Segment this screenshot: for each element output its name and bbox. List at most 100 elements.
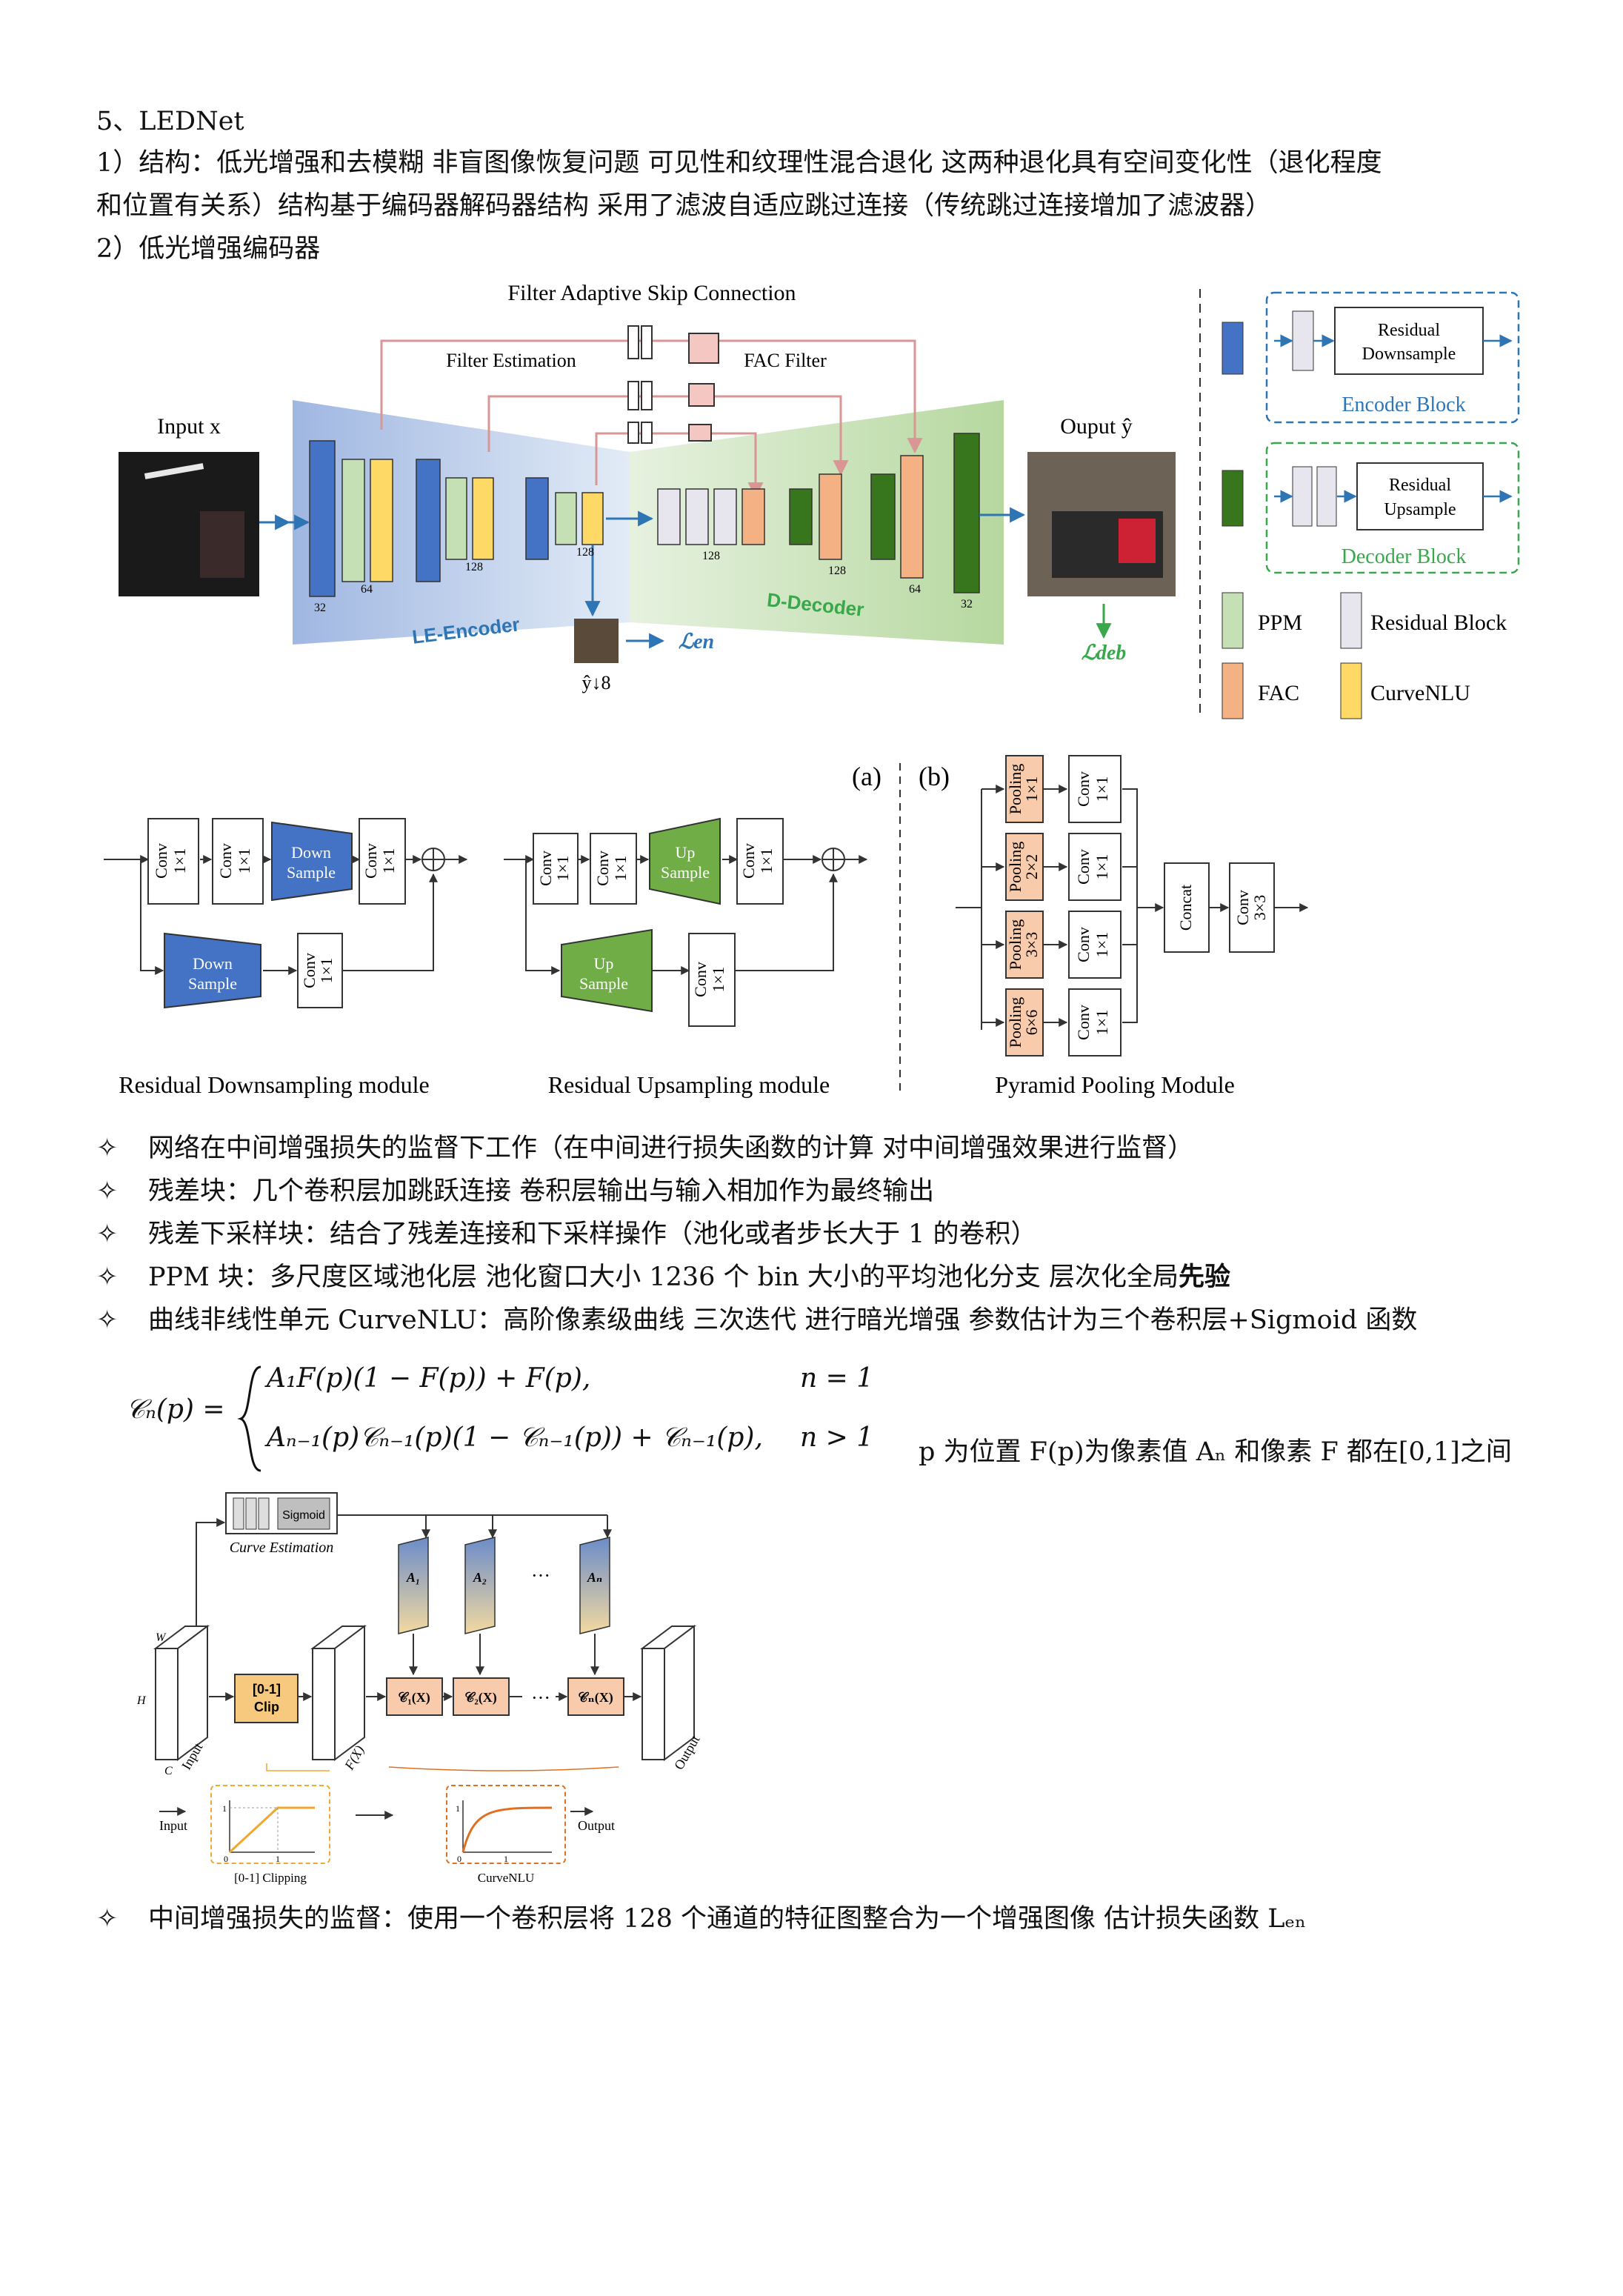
formula-note: p 为位置 F(p)为像素值 Aₙ 和像素 F 都在[0,1]之间: [919, 1437, 1512, 1467]
ppm-pool4-size: 6×6: [1022, 1010, 1041, 1035]
clip-label-1: [0-1]: [253, 1682, 281, 1697]
fac-filter-label: FAC Filter: [744, 350, 827, 371]
section-heading: 5、LEDNet: [96, 107, 244, 136]
legend-curvenlu: CurveNLU: [1370, 681, 1470, 705]
formula-cond1: n = 1: [800, 1363, 874, 1394]
ppm-conv4: Conv: [1074, 1005, 1093, 1040]
caption-residual-upsampling: Residual Upsampling module: [548, 1071, 830, 1098]
c1-label: 𝒞₁(X): [398, 1690, 430, 1706]
formula-lhs: 𝒞ₙ(p) =: [126, 1394, 225, 1425]
curvenlu-plot-box: [446, 1785, 566, 1864]
ppm-conv-final-k: 3×3: [1250, 895, 1269, 920]
ppm-pool3-size: 3×3: [1022, 932, 1041, 957]
ppm-pool1-size: 1×1: [1022, 776, 1041, 802]
paragraph-structure-line1: 1）结构：低光增强和去模糊 非盲图像恢复问题 可见性和纹理性混合退化 这两种退化…: [96, 148, 1382, 178]
intermediate-output-image: [574, 619, 619, 663]
c2-label: 𝒞₂(X): [464, 1690, 497, 1706]
ru-conv2-k: 1×1: [611, 856, 630, 881]
dim-h: H: [136, 1694, 147, 1707]
clipping-caption: [0-1] Clipping: [234, 1871, 307, 1885]
formula-case1: A₁F(p)(1 − F(p)) + F(p),: [267, 1363, 591, 1394]
formula-case2: Aₙ₋₁(p)𝒞ₙ₋₁(p)(1 − 𝒞ₙ₋₁(p)) + 𝒞ₙ₋₁(p),: [267, 1422, 763, 1453]
bullet-3: ✧ 残差下采样块：结合了残差连接和下采样操作（池化或者步长大于 1 的卷积）: [96, 1217, 1037, 1252]
legend-fac: FAC: [1258, 681, 1299, 705]
bullet-mark: ✧: [96, 1305, 119, 1335]
rd-down2-2: Sample: [188, 974, 237, 993]
loss-deb: ℒdeb: [1082, 642, 1127, 665]
paragraph-structure-line2: 和位置有关系）结构基于编码器解码器结构 采用了滤波自适应跳过连接（传统跳过连接增…: [96, 191, 1272, 221]
channel-label-128-b: 128: [576, 546, 594, 559]
formula-brace: [237, 1365, 261, 1472]
channel-label-32-b: 32: [961, 598, 973, 610]
fasc-title: Filter Adaptive Skip Connection: [507, 281, 796, 305]
rd-conv1: Conv: [152, 843, 170, 879]
ru-up2-1: Up: [594, 954, 614, 973]
curvenlu-figure: Sigmoid Curve Estimation W H C Input [0-…: [136, 1492, 702, 1885]
bullet-4-text: PPM 块：多尺度区域池化层 池化窗口大小 1236 个 bin 大小的平均池化…: [148, 1262, 1179, 1292]
ru-conv1-k: 1×1: [553, 856, 572, 881]
a1-label: A₁: [406, 1570, 420, 1585]
legend-encoder-block: Encoder Block: [1342, 393, 1465, 416]
ru-conv4: Conv: [691, 962, 710, 997]
label-b: (b): [919, 762, 950, 791]
encoder-block-legend: [1265, 291, 1520, 424]
ppm-pool2-size: 2×2: [1022, 854, 1041, 879]
ru-conv4-k: 1×1: [709, 967, 727, 992]
legend-residual-downsample-l2: Downsample: [1362, 345, 1456, 364]
bullet-mark: ✧: [96, 1177, 119, 1206]
a2-label: A₂: [473, 1570, 487, 1585]
rd-down-1: Down: [291, 843, 331, 862]
legend-residual-block: Residual Block: [1370, 610, 1507, 635]
ppm-pool2: Pooling: [1006, 842, 1024, 892]
channel-label-128-c: 128: [702, 550, 720, 562]
output-label: Ouput ŷ: [1060, 414, 1133, 439]
ppm-pool3: Pooling: [1006, 919, 1024, 970]
legend-residual-downsample-l1: Residual: [1378, 321, 1440, 340]
caption-residual-downsampling: Residual Downsampling module: [119, 1071, 430, 1098]
rd-conv2: Conv: [216, 843, 235, 879]
bullet-1-text: 网络在中间增强损失的监督下工作（在中间进行损失函数的计算 对中间增强效果进行监督…: [148, 1134, 1194, 1163]
ppm-conv1-k: 1×1: [1093, 776, 1111, 802]
legend-decoder-block: Decoder Block: [1342, 545, 1467, 568]
channel-label-128: 128: [465, 561, 483, 573]
y-down8: ŷ↓8: [582, 672, 611, 693]
ppm-pool1: Pooling: [1006, 764, 1024, 814]
filter-estimation-label: Filter Estimation: [446, 350, 576, 371]
bullet-mark: ✧: [96, 1134, 119, 1163]
bullet-5: ✧ 曲线非线性单元 CurveNLU：高阶像素级曲线 三次迭代 进行暗光增强 参数…: [96, 1302, 1417, 1338]
bullet-5-text: 曲线非线性单元 CurveNLU：高阶像素级曲线 三次迭代 进行暗光增强 参数估…: [148, 1305, 1418, 1335]
ppm-conv4-k: 1×1: [1093, 1010, 1111, 1035]
nlu-plot-1-y: 1: [456, 1803, 460, 1814]
ppm-conv2: Conv: [1074, 849, 1093, 885]
ppm-concat: Concat: [1176, 885, 1195, 931]
clip-label-2: Clip: [254, 1700, 279, 1714]
rd-down-2: Sample: [287, 863, 336, 882]
rd-conv4: Conv: [300, 953, 319, 988]
ru-conv2: Conv: [593, 851, 612, 886]
ppm-conv3: Conv: [1074, 927, 1093, 962]
decoder-block-legend: [1265, 442, 1520, 574]
rd-conv3-k: 1×1: [379, 848, 398, 874]
caption-pyramid-pooling: Pyramid Pooling Module: [995, 1071, 1235, 1098]
rd-down2-1: Down: [193, 954, 233, 973]
bullet-3-text: 残差下采样块：结合了残差连接和下采样操作（池化或者步长大于 1 的卷积）: [148, 1219, 1037, 1249]
rd-conv3: Conv: [361, 843, 380, 879]
bullet-mark: ✧: [96, 1904, 119, 1934]
ppm-conv3-k: 1×1: [1093, 932, 1111, 957]
channel-label-32: 32: [314, 602, 326, 614]
ppm-pool4: Pooling: [1006, 997, 1024, 1048]
loss-en: ℒen: [679, 630, 714, 653]
rd-conv1-k: 1×1: [170, 848, 189, 874]
clip-plot-input: Input: [159, 1818, 187, 1833]
curve-estimation-label: Curve Estimation: [230, 1540, 334, 1556]
ru-conv1: Conv: [536, 851, 555, 886]
clip-plot-1-x: 1: [276, 1854, 280, 1864]
channel-label-64-b: 64: [909, 583, 921, 596]
an-label: Aₙ: [587, 1570, 602, 1585]
bullet-4-bold: 先验: [1179, 1262, 1231, 1292]
bullet-mark: ✧: [96, 1219, 119, 1249]
bullet-4: ✧PPM 块：多尺度区域池化层 池化窗口大小 1236 个 bin 大小的平均池…: [96, 1260, 1230, 1295]
rd-conv2-k: 1×1: [235, 848, 253, 874]
residual-ppm-figure: (a) (b) Conv 1×1 Conv 1×1 Conv 1×1 Conv …: [104, 755, 1309, 1098]
dim-c: C: [164, 1765, 173, 1777]
